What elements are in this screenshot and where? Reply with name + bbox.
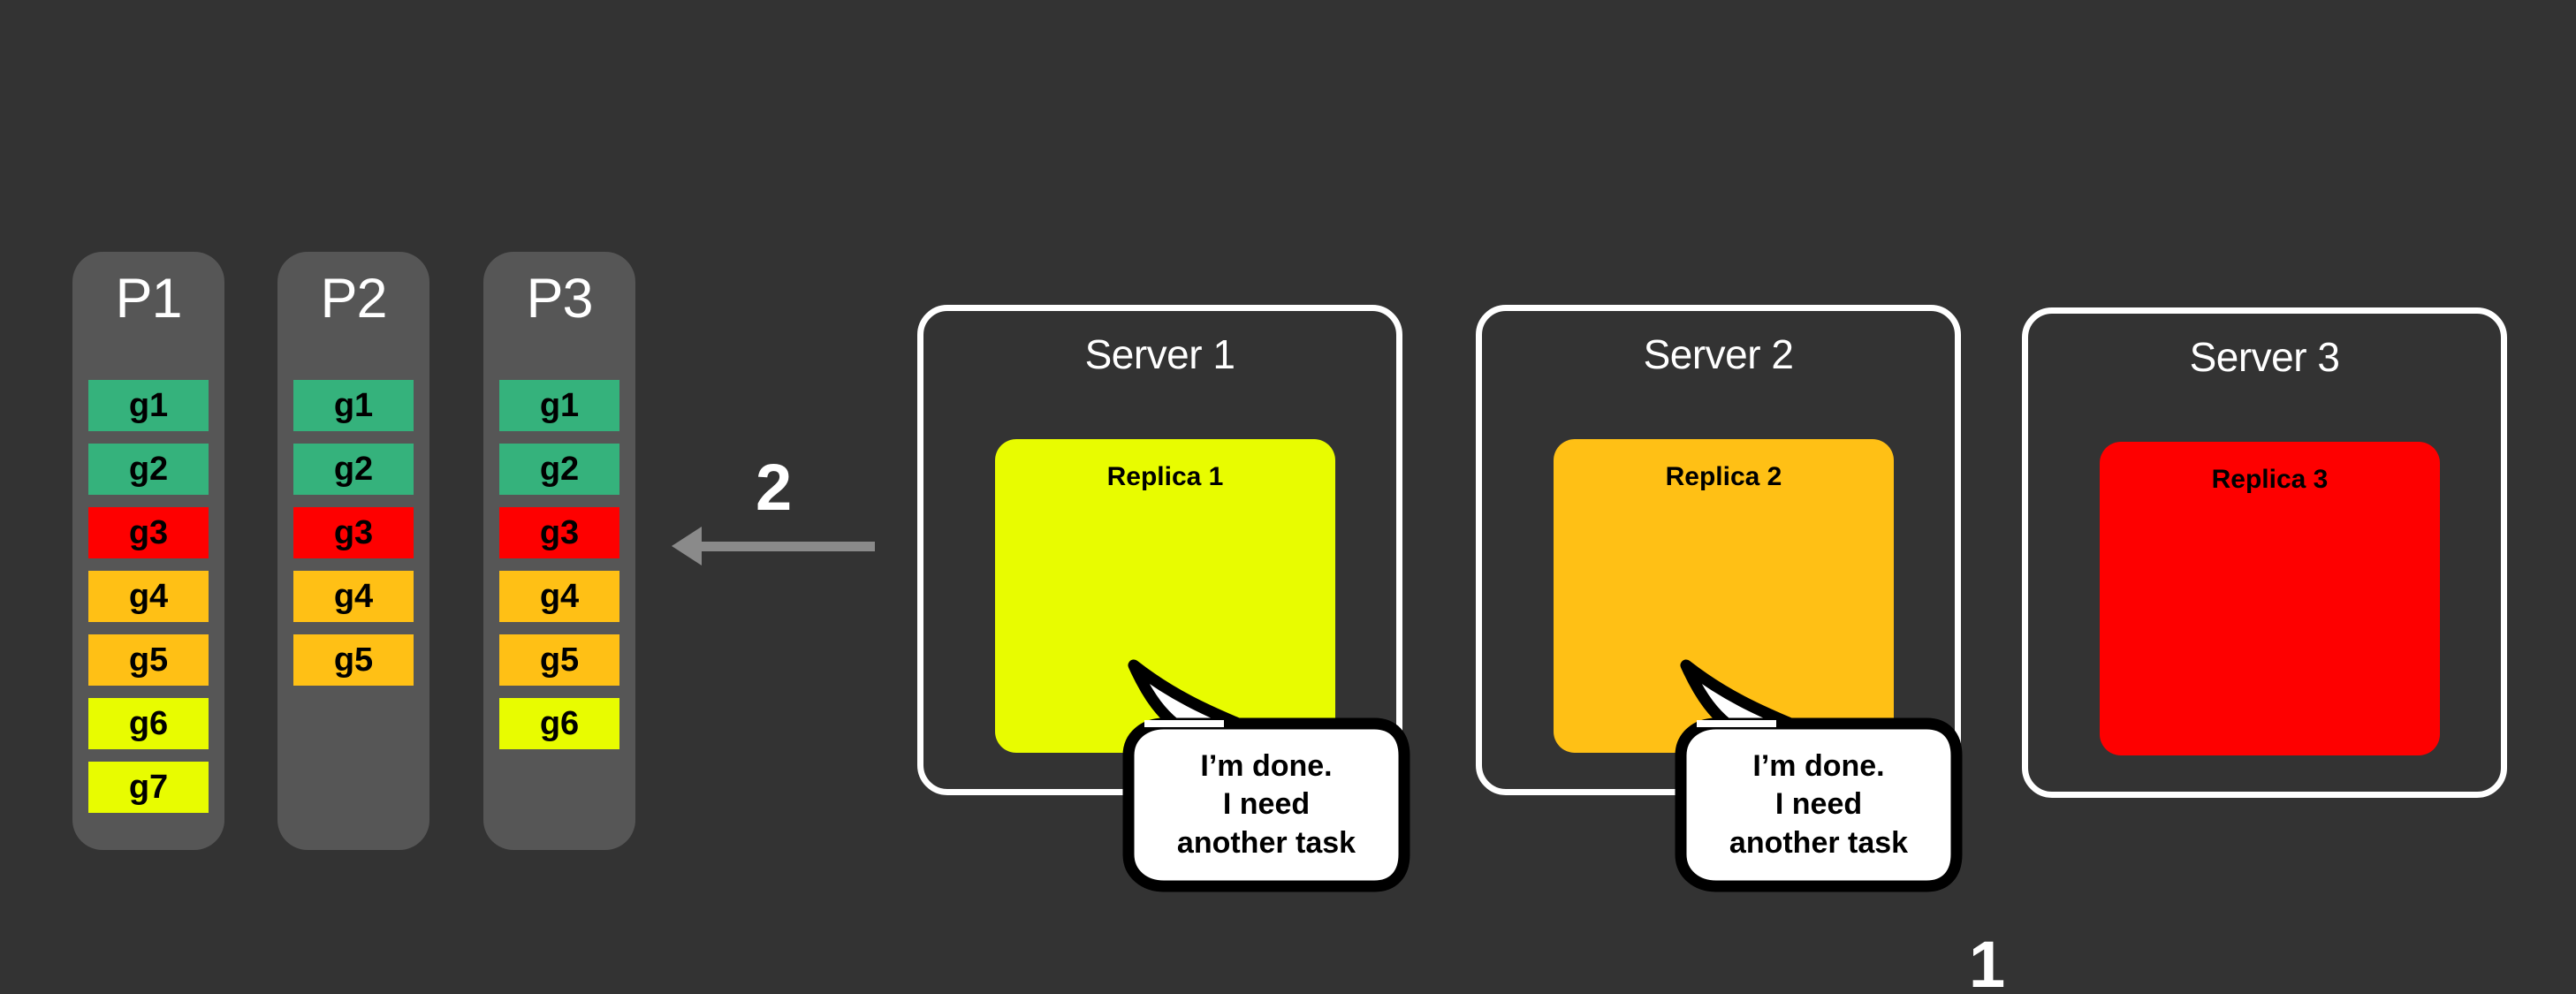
speech-bubble-shape	[1675, 659, 1963, 892]
g-block-label: g1	[128, 387, 169, 424]
partition-p3-title: P3	[526, 268, 593, 330]
g-block-label: g1	[333, 387, 374, 424]
arrow-shaft	[702, 542, 875, 551]
server-1-title: Server 1	[1084, 331, 1235, 377]
partition-p1-title: P1	[115, 268, 182, 330]
g-block-label: g1	[539, 387, 580, 424]
g-block[interactable]: g5	[88, 634, 209, 686]
g-block-label: g7	[128, 769, 169, 806]
g-block-label: g4	[333, 578, 374, 615]
g-block-label: g3	[128, 514, 169, 551]
g-block[interactable]: g5	[293, 634, 414, 686]
g-block[interactable]: g3	[293, 507, 414, 558]
g-block-label: g5	[333, 641, 374, 679]
g-block[interactable]: g1	[293, 380, 414, 431]
g-block[interactable]: g2	[293, 444, 414, 495]
arrow-head-icon	[672, 527, 702, 565]
g-block-label: g6	[539, 705, 580, 742]
g-block[interactable]: g4	[293, 571, 414, 622]
g-block-label: g5	[128, 641, 169, 679]
g-block[interactable]: g3	[88, 507, 209, 558]
replica-3-label: Replica 3	[2211, 465, 2329, 494]
g-block[interactable]: g6	[88, 698, 209, 749]
partition-p1: P1 g1 g2 g3 g4 g5 g6 g7	[72, 252, 224, 850]
speech-bubble-server-2: I’m done. I need another task	[1661, 659, 1963, 897]
g-block-label: g4	[128, 578, 169, 615]
g-block[interactable]: g1	[499, 380, 619, 431]
g-block-label: g2	[128, 451, 169, 488]
g-block[interactable]: g1	[88, 380, 209, 431]
server-box-3: Server 3 Replica 3	[2022, 307, 2507, 798]
replica-3-box[interactable]: Replica 3	[2100, 442, 2440, 755]
speech-bubble-server-1: I’m done. I need another task	[1109, 659, 1410, 897]
partition-p3-blocks: g1 g2 g3 g4 g5 g6	[499, 380, 619, 762]
g-block[interactable]: g4	[88, 571, 209, 622]
g-block[interactable]: g4	[499, 571, 619, 622]
g-block-label: g4	[539, 578, 580, 615]
replica-2-label: Replica 2	[1665, 462, 1782, 491]
server-3-title: Server 3	[2189, 334, 2340, 380]
g-block[interactable]: g2	[499, 444, 619, 495]
speech-bubble-shape	[1122, 659, 1410, 892]
g-block-label: g2	[333, 451, 374, 488]
partition-p2-title: P2	[320, 268, 387, 330]
g-block-label: g3	[333, 514, 374, 551]
partition-p2-blocks: g1 g2 g3 g4 g5	[293, 380, 414, 698]
partition-p1-blocks: g1 g2 g3 g4 g5 g6 g7	[88, 380, 209, 825]
partition-p2: P2 g1 g2 g3 g4 g5	[277, 252, 429, 850]
step-label-one: 1	[1969, 928, 2006, 994]
server-2-title: Server 2	[1643, 331, 1794, 377]
g-block-label: g3	[539, 514, 580, 551]
g-block-label: g5	[539, 641, 580, 679]
g-block[interactable]: g7	[88, 762, 209, 813]
g-block-label: g2	[539, 451, 580, 488]
step-label-two: 2	[756, 451, 793, 524]
g-block-label: g6	[128, 705, 169, 742]
g-block[interactable]: g3	[499, 507, 619, 558]
g-block[interactable]: g6	[499, 698, 619, 749]
g-block[interactable]: g5	[499, 634, 619, 686]
arrow-to-partitions	[672, 526, 875, 566]
partition-p3: P3 g1 g2 g3 g4 g5 g6	[483, 252, 635, 850]
replica-1-label: Replica 1	[1106, 462, 1224, 491]
g-block[interactable]: g2	[88, 444, 209, 495]
